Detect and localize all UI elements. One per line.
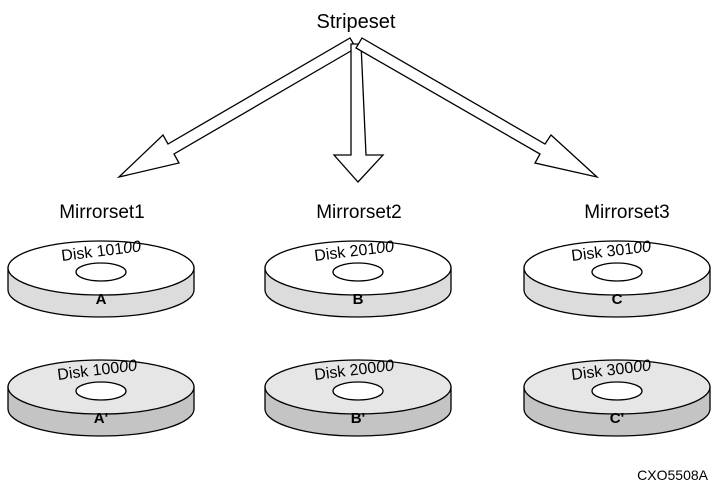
disk-spindle-hole: [75, 381, 127, 401]
arrow-to-mirrorset2: [332, 43, 385, 183]
disk-spindle-hole: [332, 262, 384, 282]
disk-10100: Disk 10100 A: [7, 238, 195, 318]
stripe-arrows: [116, 37, 600, 183]
disk-spindle-hole: [332, 381, 384, 401]
disk-label: C': [610, 410, 624, 427]
disk-20000: Disk 20000 B': [264, 357, 452, 437]
disk-30100: Disk 30100 C: [523, 238, 711, 318]
disk-label: B': [351, 410, 365, 427]
arrow-to-mirrorset3: [355, 37, 600, 179]
disk-label: B: [353, 291, 364, 308]
stripeset-title: Stripeset: [317, 11, 396, 33]
mirrorset1-label: Mirrorset1: [59, 202, 145, 223]
disk-30000: Disk 30000 C': [523, 357, 711, 437]
disk-label: C: [612, 291, 623, 308]
disk-label: A': [94, 410, 108, 427]
disk-10000: Disk 10000 A': [7, 357, 195, 437]
figure-id: CXO5508A: [637, 467, 708, 483]
disk-spindle-hole: [591, 262, 643, 282]
disk-spindle-hole: [75, 262, 127, 282]
mirrorset3-label: Mirrorset3: [584, 202, 670, 223]
disk-label: A: [96, 291, 107, 308]
disk-spindle-hole: [591, 381, 643, 401]
disk-20100: Disk 20100 B: [264, 238, 452, 318]
arrow-to-mirrorset1: [116, 37, 357, 179]
mirrorset2-label: Mirrorset2: [316, 202, 402, 223]
